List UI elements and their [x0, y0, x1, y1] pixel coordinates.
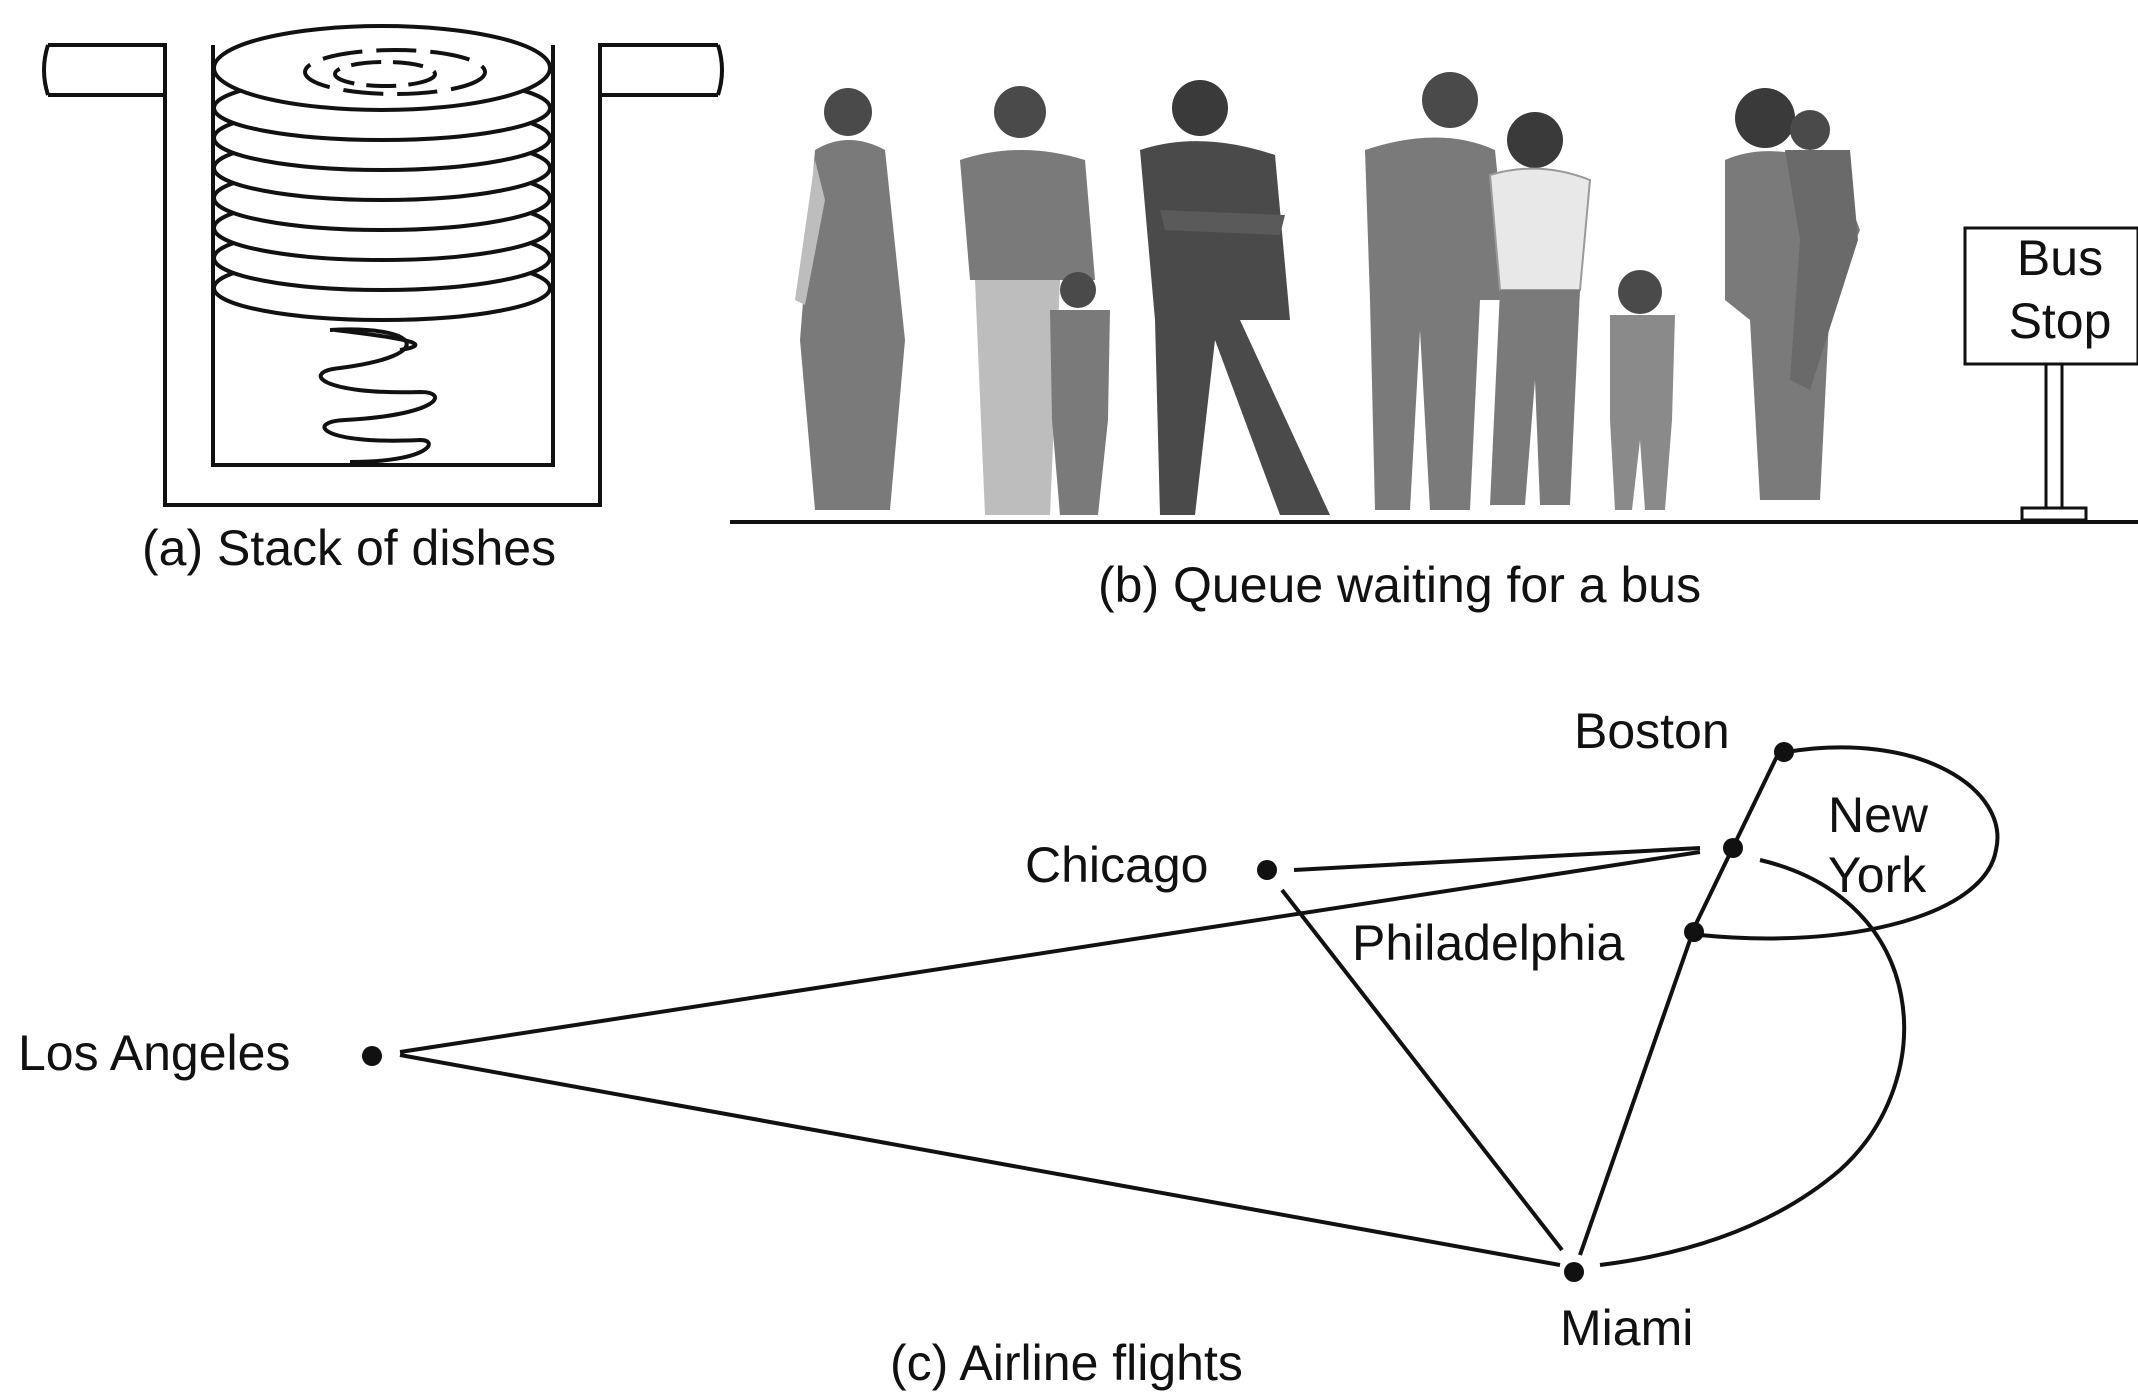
caption-stack-of-dishes: (a) Stack of dishes — [142, 520, 556, 576]
node-philadelphia — [1684, 922, 1704, 942]
bus-stop-sign: Bus Stop — [1963, 226, 2138, 522]
label-chicago: Chicago — [1025, 837, 1208, 893]
label-new-york-line2: York — [1828, 847, 1927, 903]
route-boston-philadelphia-loop — [1699, 745, 2000, 941]
label-philadelphia: Philadelphia — [1352, 915, 1625, 971]
counter-outline — [42, 43, 724, 507]
node-boston — [1774, 742, 1794, 762]
route-chicago-miami — [1280, 888, 1564, 1252]
person-woman-light-top — [1488, 112, 1592, 505]
route-philadelphia-miami — [1578, 939, 1692, 1256]
person-tall-man — [1365, 72, 1510, 510]
person-man-in-suit — [1140, 80, 1330, 515]
route-losangeles-newyork — [399, 850, 1701, 1054]
bus-stop-sign-line1: Bus — [2017, 230, 2103, 286]
route-newyork-miami-arc — [1599, 858, 1906, 1267]
caption-queue-waiting-for-a-bus: (b) Queue waiting for a bus — [1098, 557, 1701, 613]
label-los-angeles: Los Angeles — [18, 1025, 290, 1081]
route-chicago-newyork — [1293, 846, 1701, 872]
node-los-angeles — [362, 1046, 382, 1066]
label-boston: Boston — [1574, 703, 1730, 759]
dishes — [212, 24, 552, 322]
bus-stop-sign-line2: Stop — [2009, 293, 2112, 349]
dish-stack-illustration — [42, 24, 724, 507]
airline-flights-graph: Boston New York Chicago Philadelphia Los… — [18, 703, 2000, 1356]
label-miami: Miami — [1560, 1300, 1693, 1356]
person-man-with-child — [960, 86, 1110, 515]
person-woman-sari — [795, 88, 905, 510]
node-new-york — [1723, 838, 1743, 858]
node-chicago — [1257, 860, 1277, 880]
person-small-child — [1610, 270, 1675, 510]
caption-airline-flights: (c) Airline flights — [890, 1335, 1243, 1391]
flight-routes — [399, 745, 2000, 1267]
label-new-york-line1: New — [1828, 787, 1929, 843]
bus-queue-illustration: Bus Stop — [730, 72, 2138, 524]
spring-icon — [318, 327, 438, 464]
node-miami — [1564, 1262, 1584, 1282]
person-woman-holding-child — [1725, 88, 1860, 500]
route-losangeles-miami — [399, 1053, 1561, 1267]
